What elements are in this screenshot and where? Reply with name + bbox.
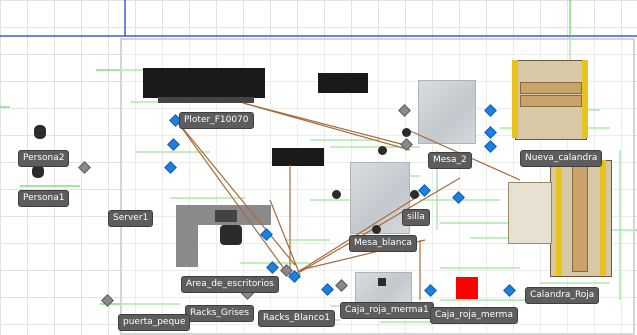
- chair-dot-2: [402, 128, 411, 137]
- label-puerta-peque[interactable]: puerta_peque: [118, 314, 191, 331]
- label-mesa-blanca[interactable]: Mesa_blanca: [349, 235, 417, 252]
- label-racks-blanco1[interactable]: Racks_Blanco1: [258, 310, 335, 327]
- calandra-roja-frame: [556, 160, 562, 275]
- nueva-calandra-roller-1: [520, 82, 582, 94]
- persona1-icon[interactable]: [32, 165, 44, 178]
- mesa-2-surface[interactable]: [418, 80, 476, 144]
- label-persona2[interactable]: Persona2: [18, 150, 70, 167]
- ploter-machine[interactable]: [143, 68, 265, 98]
- caja-roja-merma-box[interactable]: [456, 277, 478, 299]
- machine-small-top[interactable]: [318, 73, 368, 93]
- caja-merma1-surface[interactable]: [355, 272, 412, 304]
- ploter-base: [158, 97, 254, 103]
- nueva-calandra-frame: [512, 60, 518, 138]
- nueva-calandra-roller-2: [520, 95, 582, 107]
- calandra-roja-feed: [508, 182, 552, 244]
- chair-dot-4: [332, 190, 341, 199]
- save-icon: [378, 278, 386, 286]
- desk-chair: [220, 225, 242, 245]
- label-area-escritorios[interactable]: Area_de_escritorios: [181, 276, 279, 293]
- label-caja-merma[interactable]: Caja_roja_merma: [430, 307, 518, 324]
- label-mesa2[interactable]: Mesa_2: [428, 152, 472, 169]
- label-nueva-calandra[interactable]: Nueva_calandra: [520, 150, 603, 167]
- label-server1[interactable]: Server1: [108, 210, 154, 227]
- label-racks-grises[interactable]: Racks_Grises: [185, 305, 255, 322]
- area-escritorios-block-left[interactable]: [176, 205, 198, 267]
- nueva-calandra-frame-2: [582, 60, 588, 138]
- persona2-icon[interactable]: [34, 125, 46, 139]
- chair-dot-3: [410, 190, 419, 199]
- desk-computer: [215, 210, 237, 222]
- label-ploter[interactable]: Ploter_F10070: [179, 112, 254, 129]
- calandra-roja-frame-2: [600, 160, 606, 275]
- machine-middle[interactable]: [272, 148, 324, 166]
- label-persona1[interactable]: Persona1: [18, 190, 70, 207]
- label-calandra-roja[interactable]: Calandra_Roja: [525, 287, 600, 304]
- label-caja-merma1[interactable]: Caja_roja_merma1: [340, 302, 434, 319]
- chair-dot-1: [378, 146, 387, 155]
- mesa-blanca-surface[interactable]: [350, 162, 410, 234]
- label-silla[interactable]: silla: [402, 209, 430, 226]
- chair-dot-5: [372, 225, 381, 234]
